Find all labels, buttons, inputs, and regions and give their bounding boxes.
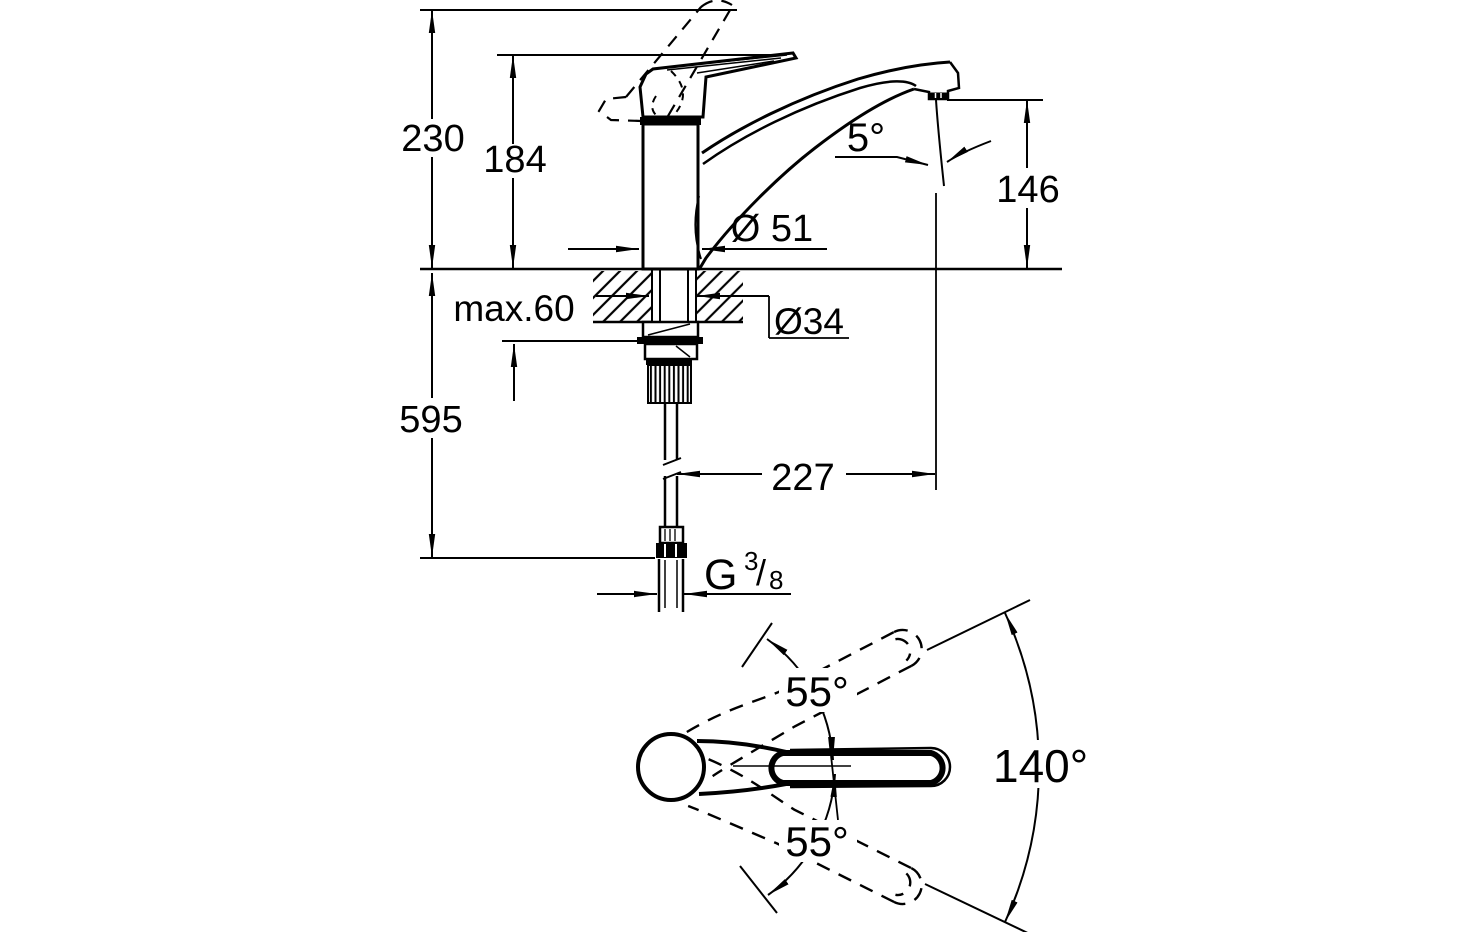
dim-below-deck-label: 595 [399, 399, 462, 441]
lever-shading-lines [659, 54, 788, 74]
stabilizing-plate-detail [647, 323, 691, 336]
water-stream [935, 99, 945, 187]
supply-hose-lower [663, 476, 679, 527]
label-bg [481, 144, 549, 178]
thread-letter: G [704, 551, 737, 599]
hose-connector-ribs [664, 529, 676, 541]
spout-head [913, 61, 961, 101]
washer-band-lower [646, 359, 692, 365]
washer-band-upper [637, 337, 703, 344]
angle-5-left-arrow [835, 156, 929, 166]
hose-end-inner [664, 560, 678, 608]
base-root-curve [694, 195, 702, 260]
mounting-nut [647, 364, 692, 404]
shank-through-deck [651, 269, 697, 337]
thread-slash: / [756, 552, 766, 593]
faucet-base-body [641, 122, 700, 271]
angle-55-lower-label: 55° [785, 818, 849, 865]
label-bg [986, 740, 1096, 788]
leader-d34 [768, 296, 849, 339]
dim-spout-height-label: 146 [996, 169, 1059, 211]
angle-55-upper-label: 55° [785, 668, 849, 715]
angle-5-right-arrow [946, 140, 992, 163]
cartridge-hidden-lines [651, 70, 684, 117]
angle-140-label: 140° [993, 740, 1088, 792]
dim-deck-thickness-label: max.60 [453, 288, 574, 329]
spout-top-edge [701, 60, 951, 155]
shank-collar-detail [675, 345, 691, 358]
hose-nut [656, 543, 687, 558]
dim-base-diameter-label: Ø 51 [731, 208, 813, 250]
label-bg [396, 398, 468, 438]
label-bg [762, 456, 846, 496]
aerator-ribs [934, 93, 942, 98]
plan-rotation-view [636, 599, 1041, 932]
swivel-boundary-lower [924, 883, 1028, 932]
dim-spout-reach-label: 227 [771, 457, 834, 499]
thread-denominator: 8 [769, 565, 783, 595]
spout-inner-edge [702, 80, 917, 166]
dimension-labels: 230 184 595 146 227 max.60 Ø 51 Ø34 5° G… [396, 116, 1096, 865]
dim-stream-angle-label: 5° [847, 116, 885, 160]
supply-hose-upper [663, 403, 679, 460]
base-top-seam [640, 117, 701, 125]
deck-hatch-left [593, 271, 651, 322]
hose-nut-slits [664, 544, 677, 557]
spout-underside-edge [698, 87, 915, 269]
handle-grip-plan [768, 750, 946, 786]
label-bg [989, 168, 1067, 208]
deck-hatch-right [697, 271, 743, 322]
dim-body-height-label: 184 [483, 139, 546, 181]
dim-shank-diameter-label: Ø34 [774, 301, 844, 342]
angle-55-lower-ext-line [739, 865, 778, 914]
hose-end-outer [657, 559, 685, 612]
angle-55-upper-ext-line [741, 622, 773, 668]
thread-numerator: 3 [744, 546, 758, 576]
thread-size-label: G 3 / 8 [704, 546, 783, 599]
dim-total-height-label: 230 [401, 118, 464, 160]
swivel-boundary-upper [926, 599, 1031, 651]
label-bg [779, 820, 857, 862]
aerator [930, 92, 948, 99]
label-bg [779, 668, 857, 712]
hose-connector [658, 525, 685, 545]
handle-knob-plan [636, 732, 706, 802]
label-bg [399, 119, 467, 157]
